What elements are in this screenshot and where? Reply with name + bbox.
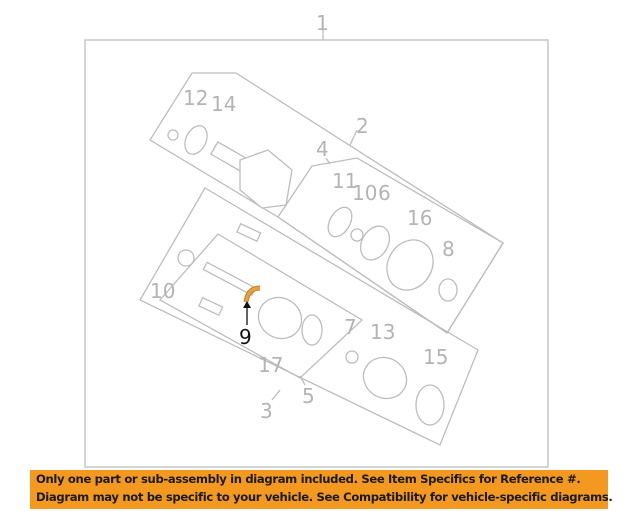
callout-15: 15 [423, 345, 448, 369]
part-11-ring [327, 206, 353, 238]
part-6-clamp [359, 225, 391, 261]
callout-14: 14 [211, 92, 236, 116]
part-16-boot [386, 239, 434, 291]
callout-9: 9 [239, 325, 252, 349]
part-7-clamp [301, 314, 323, 346]
callout-13: 13 [370, 320, 395, 344]
part-10-snap-ring [177, 249, 195, 267]
intermediate-shaft [202, 261, 257, 297]
part-15-dust-shield [415, 384, 445, 426]
callout-3: 3 [260, 399, 273, 423]
part-14-seal [184, 125, 208, 155]
callout-6: 6 [378, 181, 391, 205]
group-4-outline [277, 157, 504, 334]
callout-7: 7 [344, 315, 357, 339]
disclaimer-banner: Only one part or sub-assembly in diagram… [30, 470, 613, 509]
callout-8: 8 [442, 237, 455, 261]
group-5-outline [158, 233, 364, 379]
part-8-clamp [438, 278, 458, 302]
part-17-boot [257, 296, 303, 340]
part-12-snap-ring [167, 129, 179, 141]
disclaimer-line-1: Only one part or sub-assembly in diagram… [36, 472, 581, 486]
callout-10-lower: 10 [150, 279, 175, 303]
callout-10-upper: 10 [352, 181, 377, 205]
assembly-frame [84, 39, 549, 468]
callout-2: 2 [356, 114, 369, 138]
callout-4: 4 [316, 137, 329, 161]
group-3-outline [139, 187, 479, 446]
callout-16: 16 [407, 206, 432, 230]
bolt-lower [198, 296, 224, 317]
inner-joint-housing [239, 149, 293, 209]
disclaimer-line-2: Diagram may not be specific to your vehi… [36, 490, 613, 504]
callout-1: 1 [316, 11, 329, 35]
callout-17: 17 [258, 353, 283, 377]
callout-5: 5 [302, 384, 315, 408]
part-13-ring [345, 350, 359, 364]
bolt-upper [236, 222, 262, 243]
callout-11: 11 [332, 169, 357, 193]
callout-12: 12 [183, 86, 208, 110]
outer-joint [362, 356, 408, 400]
part-10-clip [350, 228, 364, 242]
